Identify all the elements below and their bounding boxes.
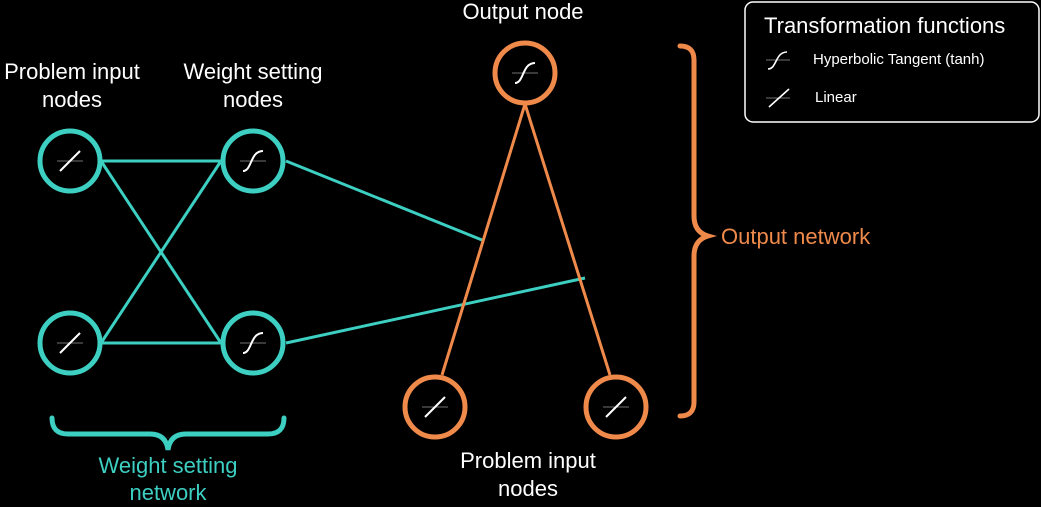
legend-label-linear: Linear bbox=[815, 89, 857, 106]
weight-network-label-line2: network bbox=[129, 480, 207, 502]
bottom-input-node-2 bbox=[583, 374, 649, 440]
output-network-edges bbox=[440, 103, 612, 376]
weight-network-edges bbox=[99, 159, 586, 345]
bottom-input-label-line1: Problem input bbox=[460, 448, 596, 473]
left-input-label-line2: nodes bbox=[42, 87, 102, 112]
bottom-input-label-line2: nodes bbox=[498, 476, 558, 501]
bottom-input-node-1 bbox=[402, 374, 468, 440]
edge-in2-ws1 bbox=[99, 160, 223, 344]
weight-nodes-label-line1: Weight setting bbox=[183, 59, 322, 84]
output-node bbox=[492, 40, 558, 106]
left-input-label-line1: Problem input bbox=[4, 59, 140, 84]
legend-label-tanh: Hyperbolic Tangent (tanh) bbox=[813, 51, 985, 68]
edge-output-br bbox=[523, 103, 612, 376]
edge-output-bl bbox=[440, 103, 527, 376]
weight-nodes-label-line2: nodes bbox=[223, 87, 283, 112]
tanh-icon bbox=[767, 51, 788, 70]
edge-ws1-out-left bbox=[285, 159, 483, 242]
weight-network-label-line1: Weight setting bbox=[98, 453, 237, 478]
weight-node-1 bbox=[220, 128, 286, 194]
legend: Transformation functions Hyperbolic Tang… bbox=[744, 1, 1040, 123]
edge-ws2-out-right bbox=[285, 276, 586, 345]
output-network-label: Output network bbox=[721, 224, 871, 249]
weight-node-2 bbox=[220, 310, 286, 376]
legend-title: Transformation functions bbox=[764, 13, 1005, 38]
output-network-brace bbox=[677, 43, 718, 419]
input-node-2 bbox=[37, 310, 103, 376]
legend-box bbox=[744, 1, 1040, 123]
input-node-1 bbox=[37, 128, 103, 194]
legend-item-linear: Linear bbox=[766, 88, 857, 108]
legend-item-tanh: Hyperbolic Tangent (tanh) bbox=[766, 51, 985, 70]
output-node-label: Output node bbox=[462, 0, 583, 24]
weight-network-brace bbox=[49, 415, 287, 451]
